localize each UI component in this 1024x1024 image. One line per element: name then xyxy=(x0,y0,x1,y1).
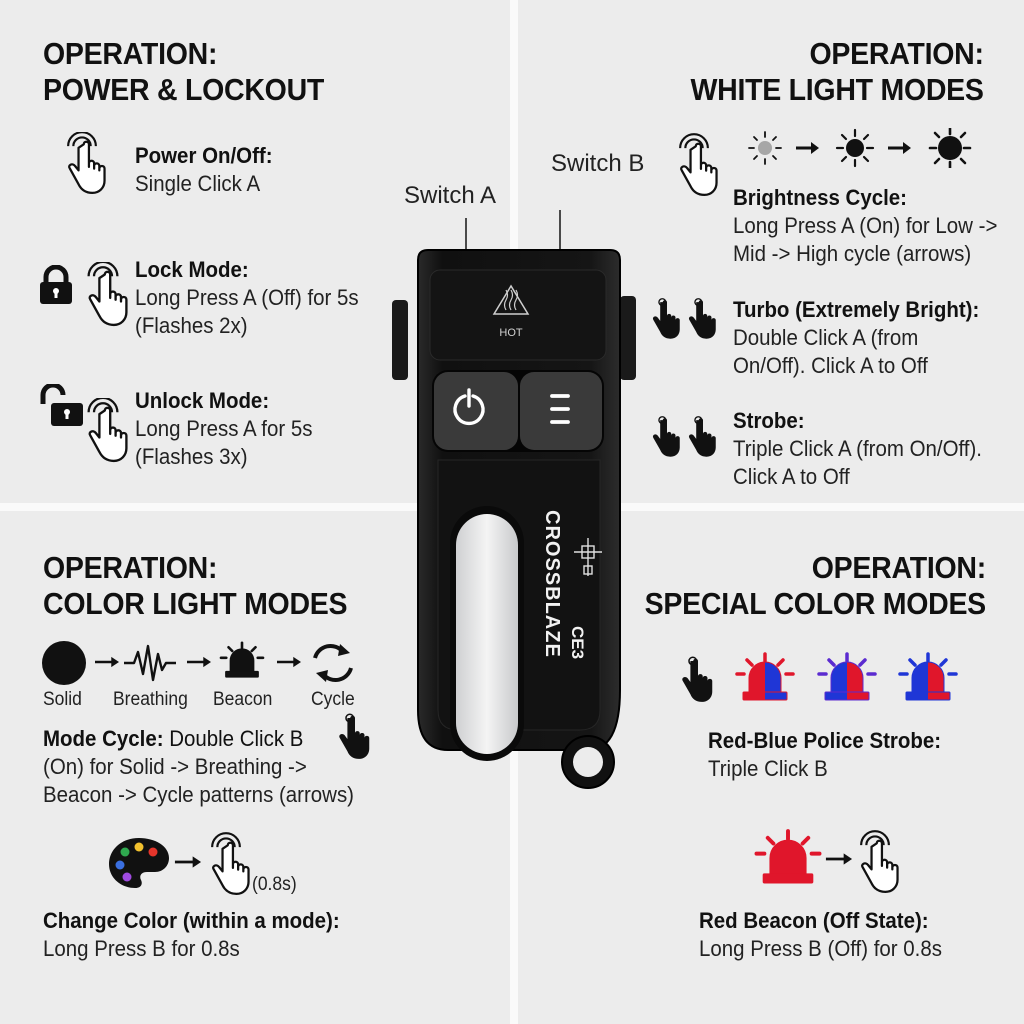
color-mode-row xyxy=(40,640,370,690)
turbo-item: Turbo (Extremely Bright): Double Click A… xyxy=(733,296,998,380)
red-beacon-title: Red Beacon (Off State): xyxy=(699,908,929,933)
police-strobe-text: Triple Click B xyxy=(708,756,828,781)
strobe-item-text-2: Click A to Off xyxy=(733,464,850,489)
press-time-label: (0.8s) xyxy=(252,874,297,895)
brand-logo-icon xyxy=(574,538,602,576)
strobe-item: Strobe: Triple Click A (from On/Off). Cl… xyxy=(733,407,1001,491)
tap-hand-icon xyxy=(668,133,720,203)
change-color-title: Change Color (within a mode): xyxy=(43,908,340,933)
turbo-item-title: Turbo (Extremely Bright): xyxy=(733,297,980,322)
siren-icon xyxy=(898,652,958,702)
unlock-item-text-1: Long Press A for 5s xyxy=(135,416,313,441)
turbo-item-text-2: On/Off). Click A to Off xyxy=(733,353,928,378)
power-item: Power On/Off: Single Click A xyxy=(135,142,283,198)
mode-cycle-text-0: Double Click B xyxy=(163,726,304,751)
light-lens xyxy=(456,514,518,754)
mode-cycle-text-1: (On) for Solid -> Breathing -> xyxy=(43,754,307,779)
arrow-right-icon xyxy=(174,855,202,869)
tap-hand-icon xyxy=(200,832,252,902)
beacon-icon xyxy=(219,641,265,679)
tap-hand-icon xyxy=(336,712,374,764)
police-strobe-item: Red-Blue Police Strobe: Triple Click B xyxy=(708,727,959,783)
sun-icon xyxy=(928,128,972,168)
mode-label-beacon: Beacon xyxy=(213,689,273,710)
power-item-title: Power On/Off: xyxy=(135,143,273,168)
color-section-title: OPERATION: COLOR LIGHT MODES xyxy=(43,550,348,621)
unlock-icon xyxy=(37,384,91,428)
power-item-text: Single Click A xyxy=(135,171,261,196)
double-tap-icon xyxy=(650,294,722,348)
red-beacon-item: Red Beacon (Off State): Long Press B (Of… xyxy=(699,907,960,963)
sun-icon xyxy=(835,128,875,168)
red-siren-icon xyxy=(752,828,824,888)
menu-lines-icon xyxy=(550,394,570,424)
mode-cycle-text-2: Beacon -> Cycle patterns (arrows) xyxy=(43,782,354,807)
power-icon xyxy=(453,388,485,426)
red-beacon-text: Long Press B (Off) for 0.8s xyxy=(699,936,942,961)
turbo-item-text-1: Double Click A (from xyxy=(733,325,919,350)
switch-b-label: Switch B xyxy=(551,150,645,177)
police-siren-row xyxy=(733,652,963,708)
unlock-item-title: Unlock Mode: xyxy=(135,388,270,413)
cycle-icon xyxy=(313,644,353,682)
change-color-item: Change Color (within a mode): Long Press… xyxy=(43,907,362,963)
siren-icon xyxy=(817,652,877,702)
brand-label: CROSSBLAZE xyxy=(541,510,563,658)
pulse-icon xyxy=(124,644,176,682)
mode-label-solid: Solid xyxy=(43,689,82,710)
siren-icon xyxy=(735,652,795,702)
brightness-item-text-2: Mid -> High cycle (arrows) xyxy=(733,241,972,266)
special-section-title: OPERATION: SPECIAL COLOR MODES xyxy=(644,550,987,621)
tap-hand-icon xyxy=(56,132,108,200)
lock-item: Lock Mode: Long Press A (Off) for 5s (Fl… xyxy=(135,256,376,340)
lock-icon xyxy=(37,265,75,305)
mode-label-cycle: Cycle xyxy=(311,689,355,710)
flashlight-device: HOT CROSSBLAZE CE3 xyxy=(388,210,650,810)
unlock-item-text-2: (Flashes 3x) xyxy=(135,444,248,469)
lock-item-text-2: (Flashes 2x) xyxy=(135,313,248,338)
brightness-item-title: Brightness Cycle: xyxy=(733,185,907,210)
strobe-item-text-1: Triple Click A (from On/Off). xyxy=(733,436,982,461)
double-tap-icon xyxy=(650,412,722,466)
change-color-text: Long Press B for 0.8s xyxy=(43,936,240,961)
mode-cycle-title: Mode Cycle: xyxy=(43,726,164,751)
switch-a-label: Switch A xyxy=(404,182,497,209)
palette-icon xyxy=(107,836,171,890)
brightness-sun-row xyxy=(745,128,980,168)
tap-hand-icon xyxy=(76,262,130,332)
switch-b-button xyxy=(520,372,602,450)
brightness-item: Brightness Cycle: Long Press A (On) for … xyxy=(733,184,1017,268)
tap-hand-icon xyxy=(679,655,717,707)
tap-hand-icon xyxy=(849,830,901,900)
lock-item-title: Lock Mode: xyxy=(135,257,249,282)
model-label: CE3 xyxy=(568,626,587,659)
hot-label: HOT xyxy=(499,327,523,339)
lock-item-text-1: Long Press A (Off) for 5s xyxy=(135,285,359,310)
brightness-item-text-1: Long Press A (On) for Low -> xyxy=(733,213,998,238)
mode-label-breathing: Breathing xyxy=(113,689,188,710)
power-section-title: OPERATION: POWER & LOCKOUT xyxy=(43,36,325,107)
unlock-item: Unlock Mode: Long Press A for 5s (Flashe… xyxy=(135,387,326,471)
police-strobe-title: Red-Blue Police Strobe: xyxy=(708,728,942,753)
strobe-item-title: Strobe: xyxy=(733,408,805,433)
white-section-title: OPERATION: WHITE LIGHT MODES xyxy=(690,36,984,107)
sun-icon xyxy=(748,131,782,165)
tap-hand-icon xyxy=(76,398,130,468)
switch-a-button xyxy=(434,372,518,450)
solid-icon xyxy=(42,641,86,685)
mode-cycle-item: Mode Cycle: Double Click B (On) for Soli… xyxy=(43,725,377,809)
